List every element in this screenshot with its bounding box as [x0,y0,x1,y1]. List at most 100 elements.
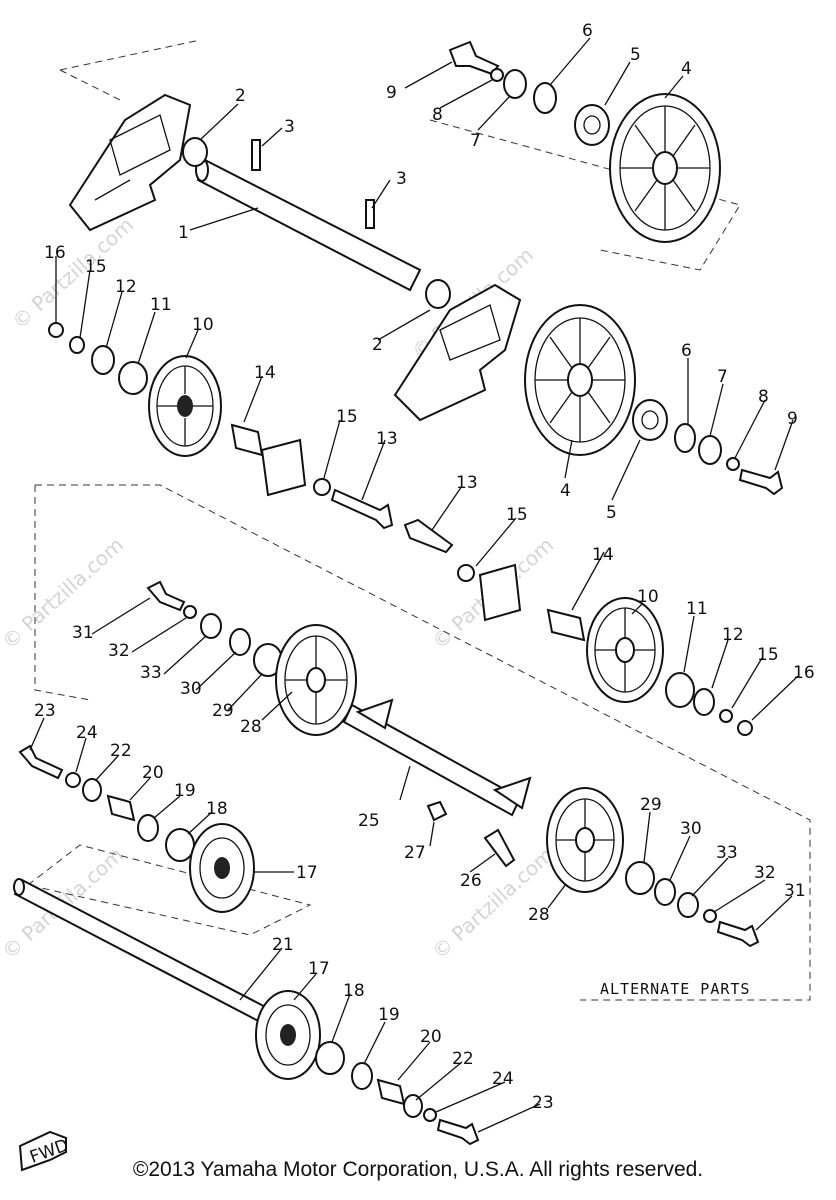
callout-label: 13 [456,473,478,493]
callout-label: 32 [754,863,776,883]
dashed-outlines [27,39,811,1001]
spacer [698,435,722,465]
washer [65,772,81,788]
nut [48,322,64,338]
callout-label: 22 [110,741,132,761]
callout-label: 20 [420,1027,442,1047]
slide-rail-bracket [68,93,192,232]
callout-label: 29 [640,795,662,815]
callout-label: 15 [757,645,779,665]
callout-label: 33 [716,843,738,863]
circlip [654,878,676,906]
callout-label: 26 [460,871,482,891]
callout-label: 6 [582,21,593,41]
mounting-plate [260,438,307,497]
washer [719,709,733,723]
callout-label: 10 [192,315,214,335]
spacer [91,345,115,375]
washer [703,909,717,923]
middle-assembly [18,580,760,948]
alternate-parts-label: ALTERNATE PARTS [600,980,750,998]
circlip [533,82,557,114]
callout-label: 11 [150,295,172,315]
callout-label: 21 [272,935,294,955]
collar-sleeve [376,1078,406,1106]
callout-label: 8 [758,387,769,407]
callout-label: 8 [432,105,443,125]
callout-label: 12 [115,277,137,297]
lower-assembly: FWD [13,878,480,1172]
wheel [148,355,222,457]
callout-label: 25 [358,811,380,831]
wheel [255,990,321,1080]
callout-label: 15 [336,407,358,427]
wheel [546,787,624,893]
callout-label: 19 [378,1005,400,1025]
callout-label: 2 [235,86,246,106]
callout-label: 3 [284,117,295,137]
mounting-plate [478,563,522,622]
callout-label: 12 [722,625,744,645]
collar-sleeve [106,794,136,822]
circlip [674,423,696,453]
bearing [315,1041,345,1075]
washer [457,564,475,582]
collar-sleeve [546,608,586,642]
callout-label: 27 [404,843,426,863]
callout-label: 5 [606,503,617,523]
callout-label: 14 [254,363,276,383]
watermark-text: © Partzilla.com [427,843,558,964]
wheel [524,304,636,456]
spacer [200,613,222,639]
watermark-text: © Partzilla.com [0,533,128,654]
nut [426,800,448,822]
bolt [483,828,516,868]
collar [425,279,451,309]
callout-label: 13 [376,429,398,449]
upper-assembly [48,40,784,622]
slide-rail-bracket [393,283,522,422]
wheel [189,823,255,913]
bearing [118,361,148,395]
callout-label: 10 [637,587,659,607]
callout-label: 16 [44,243,66,263]
pin [251,139,261,171]
bolt [330,488,394,530]
callout-label: 15 [506,505,528,525]
spacer [82,778,102,802]
spacer [403,1094,423,1118]
spacer [503,69,527,99]
washer [69,336,85,354]
callout-label: 20 [142,763,164,783]
washer [313,478,331,496]
callout-label: 4 [560,481,571,501]
wheel [609,93,721,243]
wheel [275,624,357,736]
circlip [351,1062,373,1090]
callout-label: 19 [174,781,196,801]
axle-shaft [196,158,422,292]
bolt [403,518,454,554]
bearing [632,399,668,441]
callout-label: 11 [686,599,708,619]
watermark-text: © Partzilla.com [7,213,138,334]
callout-label: 1 [178,223,189,243]
callout-label: 5 [630,45,641,65]
callout-label: 31 [72,623,94,643]
circlip [137,814,159,842]
callout-label: 18 [343,981,365,1001]
leader-lines [29,37,799,1133]
callout-label: 9 [386,83,397,103]
callout-label: 3 [396,169,407,189]
bearing [625,861,655,895]
callout-label: 23 [34,701,56,721]
collar [182,137,208,167]
spacer [693,688,715,716]
callout-label: 28 [240,717,262,737]
callout-label: 9 [787,409,798,429]
callout-label: 7 [470,131,481,151]
washer [423,1108,437,1122]
callout-label: 24 [76,723,98,743]
axle-tube [342,703,522,817]
callout-label: 30 [680,819,702,839]
